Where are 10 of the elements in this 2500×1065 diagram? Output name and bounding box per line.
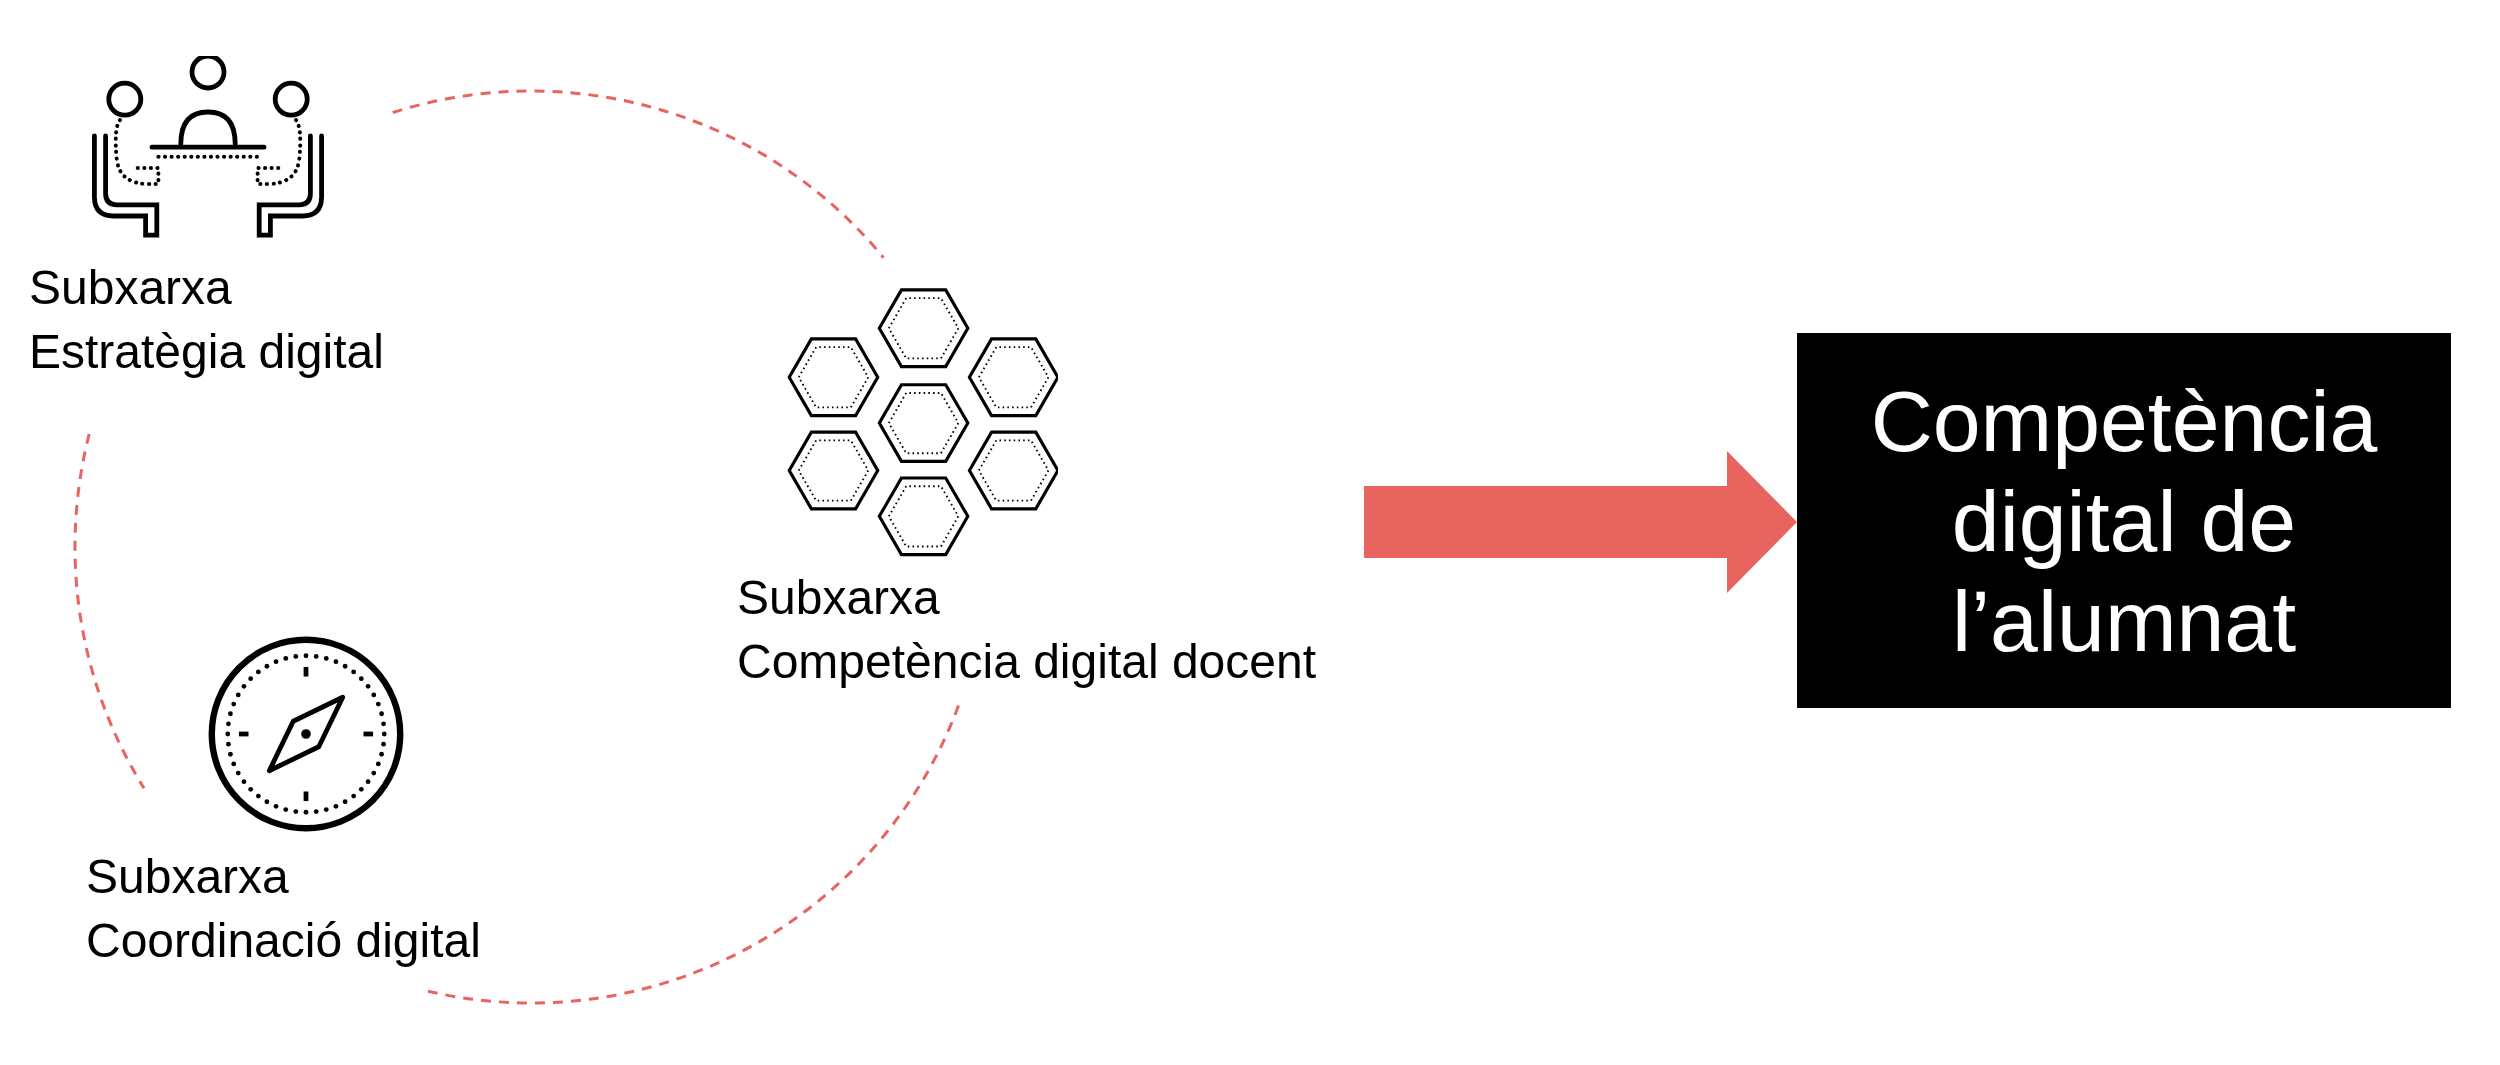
subnetwork-label: Subxarxa [29,260,232,316]
box-title: Competència digital de l’alumnat [1869,371,2379,671]
subnetwork-label: Subxarxa [86,849,289,905]
subnetwork-name: Competència digital docent [737,634,1317,690]
dashed-arc [392,90,885,259]
block-arrow [1364,451,1797,593]
subnetwork-label: Subxarxa [737,570,940,626]
dashed-arc [73,433,146,789]
subnetwork-name: Estratègia digital [29,324,384,380]
subnetwork-name: Coordinació digital [86,913,481,969]
